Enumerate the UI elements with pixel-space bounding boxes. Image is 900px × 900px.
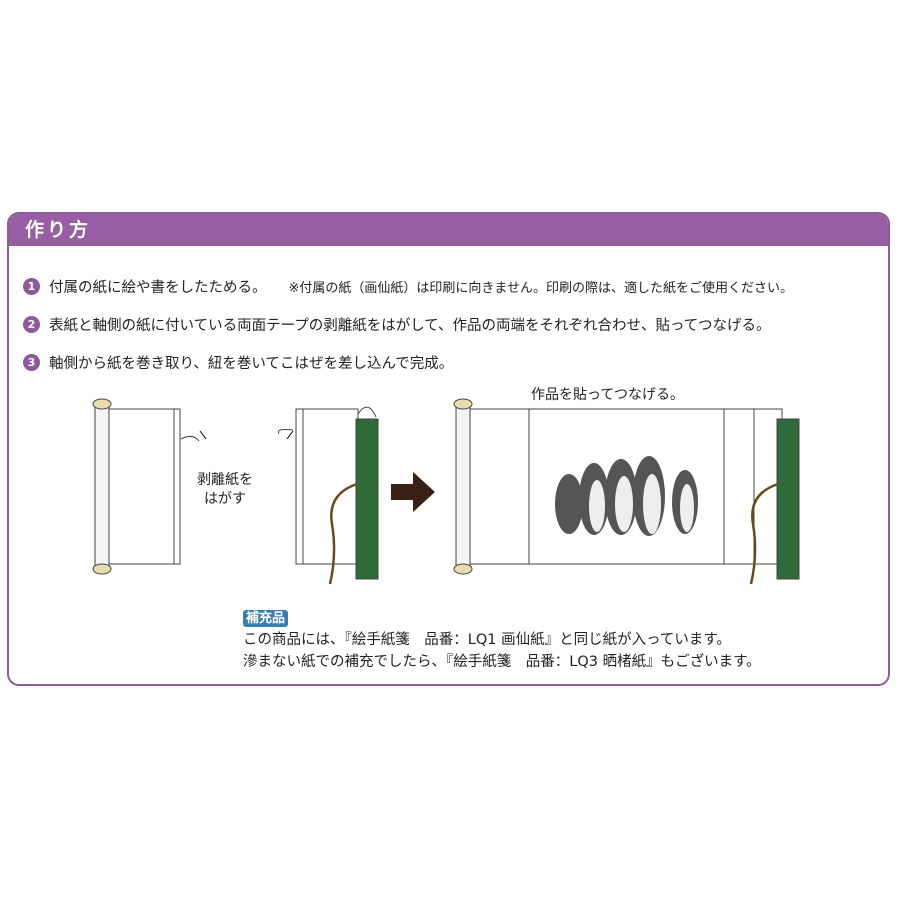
peel-label: 剥離紙をはがす	[197, 472, 253, 507]
step-note: ※付属の紙（画仙紙）は印刷に向きません。印刷の際は、適した紙をご使用ください。	[288, 281, 794, 296]
instructions-panel: 作り方 1 付属の紙に絵や書をしたためる。 ※付属の紙（画仙紙）は印刷に向きません。…	[7, 212, 890, 686]
supplement-tag: 補充品	[243, 610, 289, 627]
step-number: 3	[23, 354, 40, 371]
supplement-note: 補充品 この商品には、『絵手紙箋 品番：LQ1 画仙紙』と同じ紙が入っています。…	[243, 607, 761, 673]
supplement-line: 滲まない紙での補充でしたら、『絵手紙箋 品番：LQ3 晒楮紙』もございます。	[243, 654, 761, 670]
step-2: 2 表紙と軸側の紙に付いている両面テープの剥離紙をはがして、作品の両端をそれぞれ合…	[23, 314, 771, 335]
supplement-line: この商品には、『絵手紙箋 品番：LQ1 画仙紙』と同じ紙が入っています。	[243, 632, 731, 648]
step-number: 2	[23, 316, 40, 333]
step-text: 表紙と軸側の紙に付いている両面テープの剥離紙をはがして、作品の両端をそれぞれ合わ…	[49, 318, 771, 334]
step-1: 1 付属の紙に絵や書をしたためる。 ※付属の紙（画仙紙）は印刷に向きません。印刷の際…	[23, 276, 793, 297]
join-label: 作品を貼ってつなげる。	[531, 387, 685, 403]
scroll-illustration	[92, 398, 800, 585]
step-text: 付属の紙に絵や書をしたためる。	[49, 280, 267, 296]
section-title: 作り方	[9, 214, 888, 246]
step-text: 軸側から紙を巻き取り、紐を巻いてこはぜを差し込んで完成。	[49, 356, 454, 372]
step-3: 3 軸側から紙を巻き取り、紐を巻いてこはぜを差し込んで完成。	[23, 352, 453, 373]
step-number: 1	[23, 278, 40, 295]
